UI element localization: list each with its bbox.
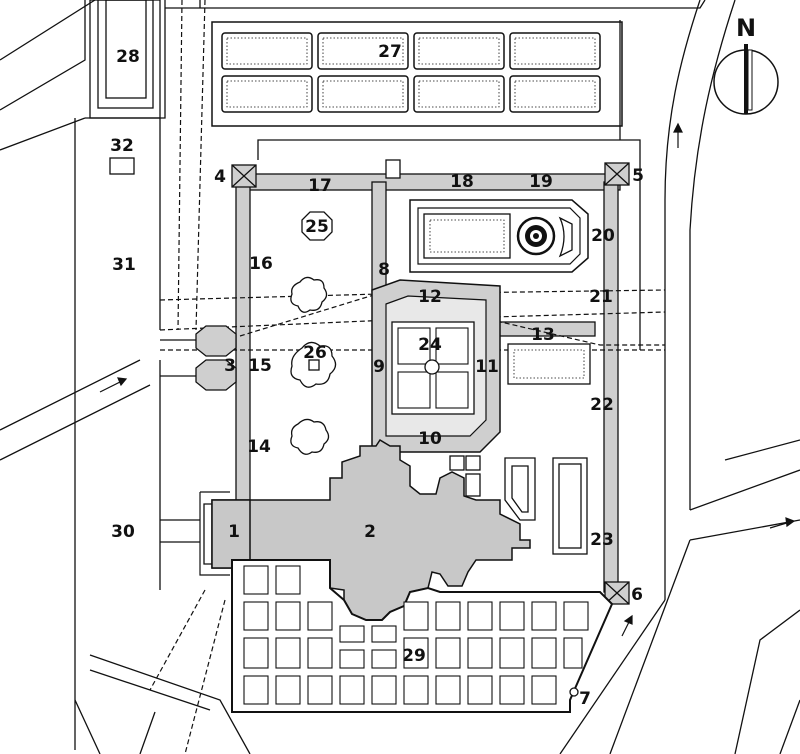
label-22: 22 (590, 395, 614, 415)
label-7: 7 (579, 689, 591, 709)
label-24: 24 (418, 335, 442, 355)
label-27: 27 (378, 42, 402, 62)
label-5: 5 (632, 166, 644, 186)
cloister (371, 279, 501, 453)
entrance-pavilions-3 (195, 325, 237, 391)
label-8: 8 (378, 260, 390, 280)
garden-28 (89, 0, 161, 119)
label-20: 20 (591, 226, 615, 246)
tree-icon (290, 276, 328, 313)
label-18: 18 (450, 172, 474, 192)
perimeter-walkways (235, 173, 621, 593)
corner-pavilion-4 (231, 164, 257, 188)
church (160, 438, 531, 621)
label-6: 6 (631, 585, 643, 605)
plan-labels: 1 2 3 4 5 6 7 8 9 10 11 12 13 14 15 16 1… (110, 42, 644, 709)
label-21: 21 (589, 287, 613, 307)
gate-7 (569, 687, 579, 697)
label-14: 14 (247, 437, 271, 457)
cemetery-29 (231, 559, 614, 713)
north-label: N (736, 14, 756, 42)
label-4: 4 (214, 167, 226, 187)
label-28: 28 (116, 47, 140, 67)
label-25: 25 (305, 217, 329, 237)
garden-beds-23 (504, 457, 588, 555)
label-12: 12 (418, 287, 442, 307)
corner-pavilion-5 (604, 162, 630, 186)
north-arrow-icon: N (713, 14, 779, 115)
tree-icon (290, 418, 330, 455)
label-9: 9 (373, 357, 385, 377)
label-29: 29 (402, 646, 426, 666)
tree-icon-25 (301, 211, 333, 241)
label-23: 23 (590, 530, 614, 550)
cemetery-plots (243, 565, 589, 705)
parterre-27 (211, 21, 623, 127)
label-32: 32 (110, 136, 134, 156)
gate-18 (385, 159, 401, 179)
label-10: 10 (418, 429, 442, 449)
corner-pavilion-6 (604, 581, 630, 605)
fountain-garden-20 (409, 199, 589, 273)
label-2: 2 (364, 522, 376, 542)
arrow-icon (99, 122, 796, 637)
label-13: 13 (531, 325, 555, 345)
label-17: 17 (308, 176, 332, 196)
label-15: 15 (248, 356, 272, 376)
label-30: 30 (111, 522, 135, 542)
outbuildings (449, 455, 481, 497)
label-11: 11 (475, 357, 499, 377)
label-31: 31 (112, 255, 136, 275)
label-26: 26 (303, 343, 327, 363)
gate-lines-3 (160, 339, 196, 377)
label-1: 1 (228, 522, 240, 542)
label-19: 19 (529, 172, 553, 192)
fountain-icon (516, 216, 556, 256)
building-32 (109, 157, 135, 175)
garden-bed-11 (507, 343, 591, 385)
label-16: 16 (249, 254, 273, 274)
tree-icons (290, 211, 337, 455)
label-3: 3 (224, 356, 236, 376)
